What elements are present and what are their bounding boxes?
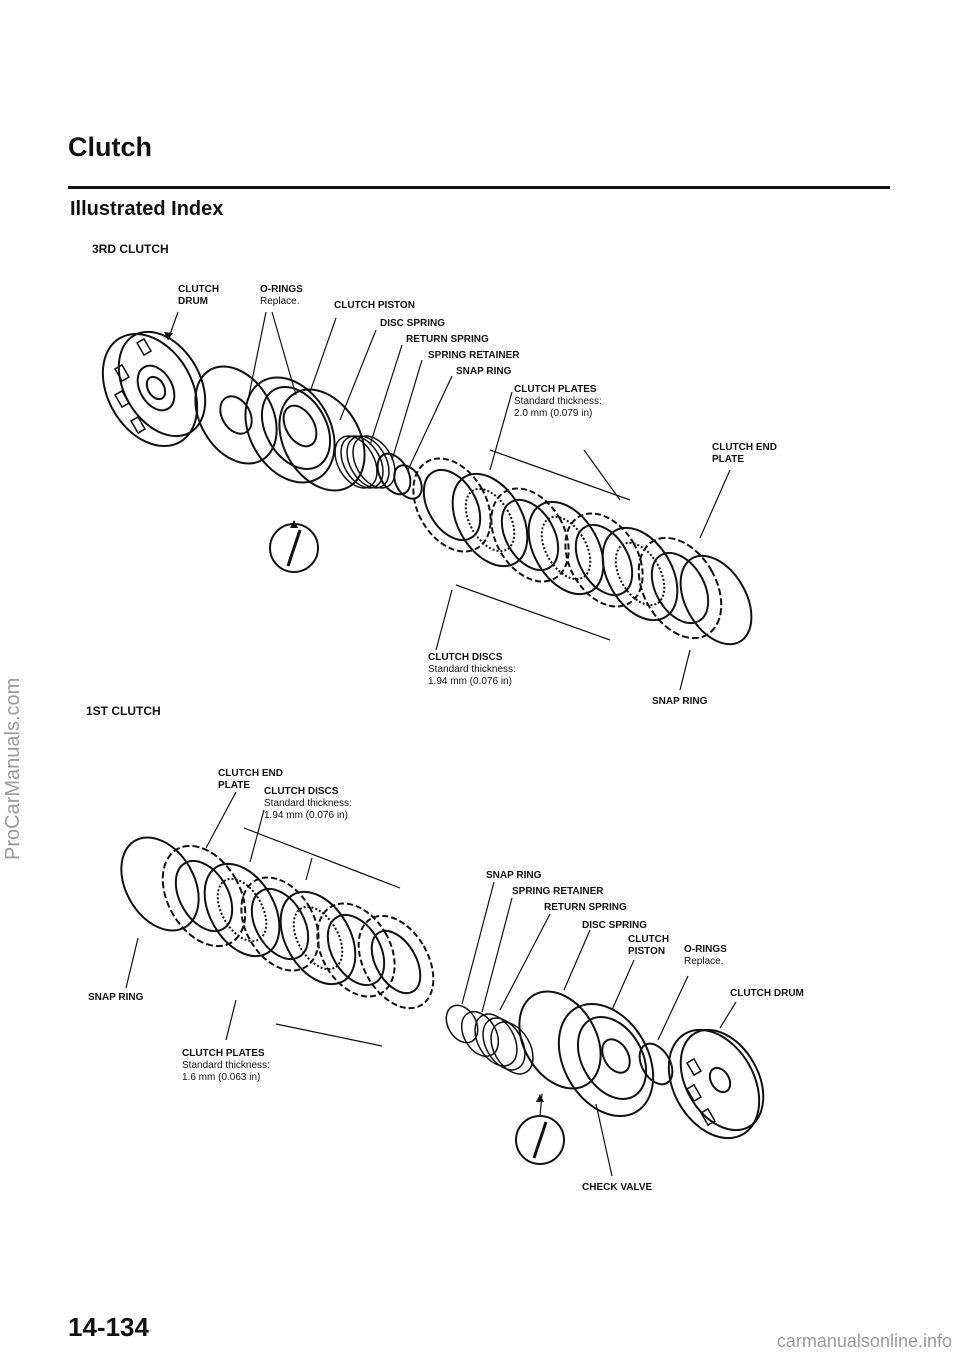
3rd-clutch-drum: [101, 330, 207, 448]
label-1st-spring-retainer: SPRING RETAINER: [512, 886, 604, 897]
label-3rd-o-rings: O-RINGS: [260, 284, 303, 295]
label-3rd-spring-retainer: SPRING RETAINER: [428, 350, 520, 361]
label-1st-return-spring: RETURN SPRING: [544, 902, 627, 913]
label-3rd-clutch-drum: CLUTCH DRUM: [178, 284, 220, 307]
note-3rd-clutch-plates: Standard thickness: 2.0 mm (0.079 in): [514, 396, 602, 419]
page-title: Clutch: [68, 132, 152, 162]
label-1st-clutch-end-plate: CLUTCH END PLATE: [218, 768, 283, 791]
label-3rd-clutch-piston: CLUTCH PISTON: [334, 300, 415, 311]
footer-link[interactable]: carmanualsonline.info: [776, 1331, 952, 1351]
label-1st-snap-ring-left: SNAP RING: [88, 992, 144, 1003]
page-number: 14-134: [68, 1312, 149, 1342]
note-1st-clutch-discs: Standard thickness: 1.94 mm (0.076 in): [264, 798, 352, 821]
label-3rd-snap-ring-top: SNAP RING: [456, 366, 512, 377]
label-1st-clutch-plates: CLUTCH PLATES: [182, 1048, 265, 1059]
note-1st-o-rings: Replace.: [684, 956, 724, 967]
label-3rd-disc-spring: DISC SPRING: [380, 318, 446, 329]
label-1st-clutch-discs: CLUTCH DISCS: [264, 786, 339, 797]
label-1st-clutch-piston: CLUTCH PISTON: [628, 934, 670, 957]
label-3rd-clutch-discs: CLUTCH DISCS: [428, 652, 503, 663]
section-1st-clutch: 1ST CLUTCH: [86, 704, 161, 718]
label-3rd-snap-ring-bottom: SNAP RING: [652, 696, 708, 707]
label-3rd-clutch-end-plate: CLUTCH END PLATE: [712, 442, 777, 465]
label-3rd-clutch-plates: CLUTCH PLATES: [514, 384, 597, 395]
note-3rd-clutch-discs: Standard thickness: 1.94 mm (0.076 in): [428, 664, 516, 687]
label-3rd-return-spring: RETURN SPRING: [406, 334, 489, 345]
note-1st-clutch-plates: Standard thickness: 1.6 mm (0.063 in): [182, 1060, 270, 1083]
note-3rd-o-rings: Replace.: [260, 296, 300, 307]
label-1st-clutch-drum: CLUTCH DRUM: [730, 988, 804, 999]
label-1st-disc-spring: DISC SPRING: [582, 920, 648, 931]
title-rule: [68, 186, 890, 189]
label-1st-o-rings: O-RINGS: [684, 944, 727, 955]
label-1st-snap-ring: SNAP RING: [486, 870, 542, 881]
watermark: ProCarManuals.com: [2, 677, 24, 860]
label-1st-check-valve: CHECK VALVE: [582, 1182, 653, 1193]
section-3rd-clutch: 3RD CLUTCH: [92, 242, 169, 256]
page-subtitle: Illustrated Index: [70, 198, 224, 220]
